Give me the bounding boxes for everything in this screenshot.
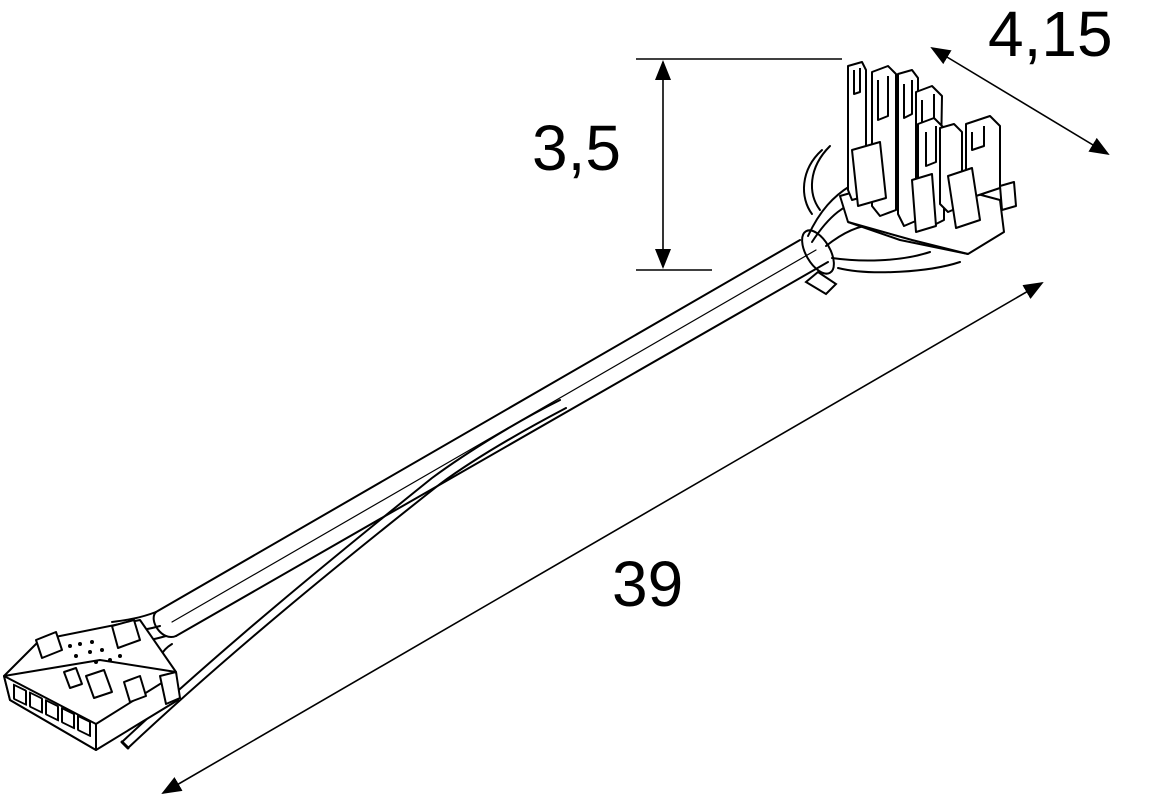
length-dimension-line bbox=[161, 281, 1044, 795]
left-connector-tab bbox=[63, 667, 83, 689]
single-wire-b bbox=[127, 407, 567, 749]
fan-wire-right-4 bbox=[831, 251, 931, 262]
height-dimension-label: 3,5 bbox=[532, 112, 621, 184]
cable-tie-tab bbox=[804, 270, 838, 296]
left-connector-print bbox=[68, 640, 122, 664]
cable-tie bbox=[801, 229, 835, 275]
fan-wire-loop-2 bbox=[810, 145, 831, 211]
cable-bundle bbox=[111, 145, 961, 750]
length-dimension-label: 39 bbox=[612, 548, 684, 620]
wire-tip bbox=[120, 740, 130, 750]
terminal-1-slot bbox=[853, 68, 861, 95]
right-connector-clip bbox=[911, 173, 937, 233]
fan-wire-right-5 bbox=[837, 261, 961, 274]
cable-sheath-bottom bbox=[175, 261, 829, 637]
right-connector-block-1 bbox=[851, 141, 887, 207]
sheath-end-left bbox=[152, 611, 177, 639]
fan-wire-loop bbox=[802, 149, 823, 215]
right-connector-block-2 bbox=[947, 167, 981, 229]
left-connector bbox=[3, 619, 181, 751]
left-connector-slots bbox=[13, 683, 91, 738]
width-dimension-label: 4,15 bbox=[988, 0, 1113, 70]
width-dimension-line bbox=[930, 46, 1110, 156]
fan-wire-right-1 bbox=[807, 185, 851, 237]
terminal-2-slot bbox=[877, 76, 889, 121]
right-connector-side-tab bbox=[999, 181, 1017, 211]
terminal-3-slot bbox=[903, 80, 913, 119]
left-connector-latch-4 bbox=[123, 675, 147, 703]
right-connector-base-edge bbox=[847, 221, 969, 255]
right-connector bbox=[839, 61, 1017, 255]
dimension-lines bbox=[161, 46, 1110, 795]
cable-sheath-top bbox=[155, 239, 801, 613]
left-connector-latch-2 bbox=[111, 619, 141, 649]
fan-wire-left-1 bbox=[111, 611, 157, 623]
left-connector-top-edge bbox=[3, 659, 177, 677]
left-connector-latch-1 bbox=[35, 631, 63, 659]
terminal-5-slot bbox=[925, 126, 937, 167]
left-connector-clip bbox=[159, 671, 181, 705]
terminal-7-slot bbox=[971, 126, 985, 151]
left-connector-latch-3 bbox=[85, 669, 113, 699]
single-wire-a bbox=[121, 399, 561, 743]
